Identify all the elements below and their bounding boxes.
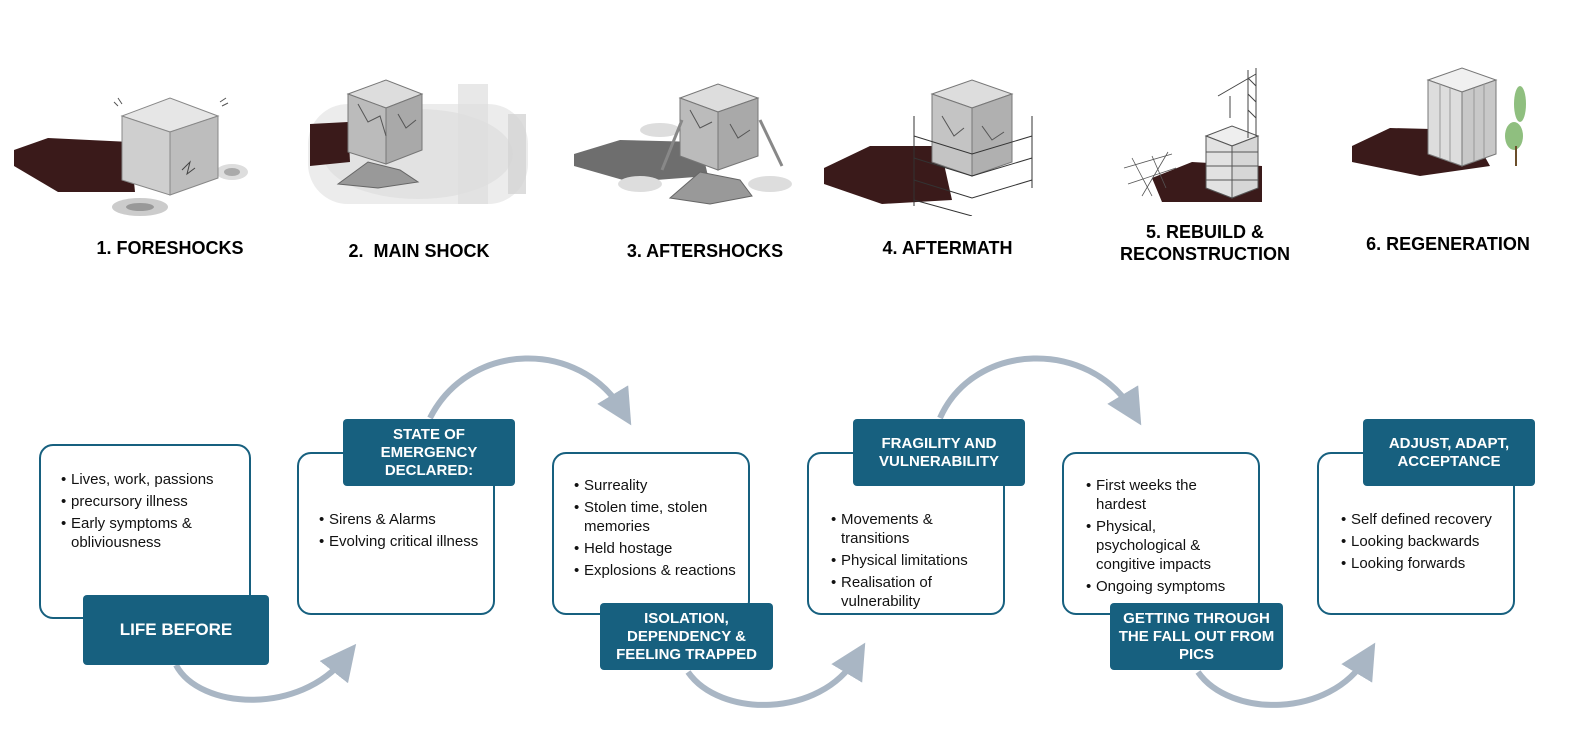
stage-title-foreshocks: 1. FORESHOCKS	[96, 238, 244, 258]
list-item: Self defined recovery	[1341, 510, 1503, 529]
list-item: Realisation of vulnerability	[831, 573, 993, 611]
list-item: Physical limitations	[831, 551, 993, 570]
list-item: Surreality	[574, 476, 738, 495]
list-item: Stolen time, stolen memories	[574, 498, 738, 536]
phase-label-getting-through: GETTING THROUGH THE FALL OUT FROM PICS	[1110, 603, 1283, 670]
phase-list-isolation: Surreality Stolen time, stolen memories …	[574, 476, 738, 580]
list-item: First weeks the hardest	[1086, 476, 1248, 514]
phase-list-emergency: Sirens & Alarms Evolving critical illnes…	[319, 510, 481, 551]
phase-list-life-before: Lives, work, passions precursory illness…	[61, 470, 235, 552]
phase-list-getting-through: First weeks the hardest Physical, psycho…	[1086, 476, 1248, 596]
stage-title-aftermath: 4. AFTERMATH	[882, 238, 1013, 258]
phase-label-isolation: ISOLATION, DEPENDENCY & FEELING TRAPPED	[600, 603, 773, 670]
stage-title-rebuild: 5. REBUILD & RECONSTRUCTION	[1120, 222, 1290, 264]
phase-label-text: ISOLATION, DEPENDENCY & FEELING TRAPPED	[616, 609, 757, 663]
list-item: Physical, psychological & congitive impa…	[1086, 517, 1248, 574]
list-item: Looking forwards	[1341, 554, 1503, 573]
list-item: Held hostage	[574, 539, 738, 558]
phase-box-life-before: Lives, work, passions precursory illness…	[39, 444, 251, 619]
phase-label-adjust: ADJUST, ADAPT, ACCEPTANCE	[1363, 419, 1535, 486]
list-item: Early symptoms & obliviousness	[61, 514, 235, 552]
list-item: Ongoing symptoms	[1086, 577, 1248, 596]
phase-label-text: FRAGILITY AND VULNERABILITY	[879, 434, 999, 470]
scaffolded-cube-icon	[824, 79, 1033, 216]
phase-label-fragility: FRAGILITY AND VULNERABILITY	[853, 419, 1025, 486]
list-item: precursory illness	[61, 492, 235, 511]
list-item: Explosions & reactions	[574, 561, 738, 580]
phase-box-getting-through: First weeks the hardest Physical, psycho…	[1062, 452, 1260, 615]
collapsed-cube-icon	[574, 83, 792, 205]
phase-label-text: GETTING THROUGH THE FALL OUT FROM PICS	[1118, 609, 1275, 663]
stage-title-aftershocks: 3. AFTERSHOCKS	[626, 241, 784, 261]
list-item: Evolving critical illness	[319, 532, 481, 551]
phase-list-adjust: Self defined recovery Looking backwards …	[1341, 510, 1503, 573]
phase-label-text: STATE OF EMERGENCY DECLARED:	[380, 425, 478, 479]
phase-list-fragility: Movements & transitions Physical limitat…	[831, 510, 993, 611]
list-item: Sirens & Alarms	[319, 510, 481, 529]
arrow-emergency-to-isolation	[427, 355, 632, 426]
phase-label-emergency: STATE OF EMERGENCY DECLARED:	[343, 419, 515, 486]
phase-label-life-before: LIFE BEFORE	[83, 595, 269, 665]
phase-label-text: LIFE BEFORE	[119, 620, 233, 639]
list-item: Lives, work, passions	[61, 470, 235, 489]
stage-title-main-shock: 2. MAIN SHOCK	[348, 241, 490, 261]
stage-title-regeneration: 6. REGENERATION	[1366, 234, 1530, 254]
shattered-cube-icon	[308, 79, 528, 204]
new-building-with-tree-icon	[1352, 67, 1526, 176]
arrow-fragility-to-getting-through	[937, 355, 1142, 426]
cube-with-cracks-icon	[14, 97, 248, 216]
phase-label-text: ADJUST, ADAPT, ACCEPTANCE	[1388, 434, 1510, 470]
crane-construction-icon	[1123, 68, 1262, 202]
phase-box-isolation: Surreality Stolen time, stolen memories …	[552, 452, 750, 615]
list-item: Looking backwards	[1341, 532, 1503, 551]
list-item: Movements & transitions	[831, 510, 993, 548]
